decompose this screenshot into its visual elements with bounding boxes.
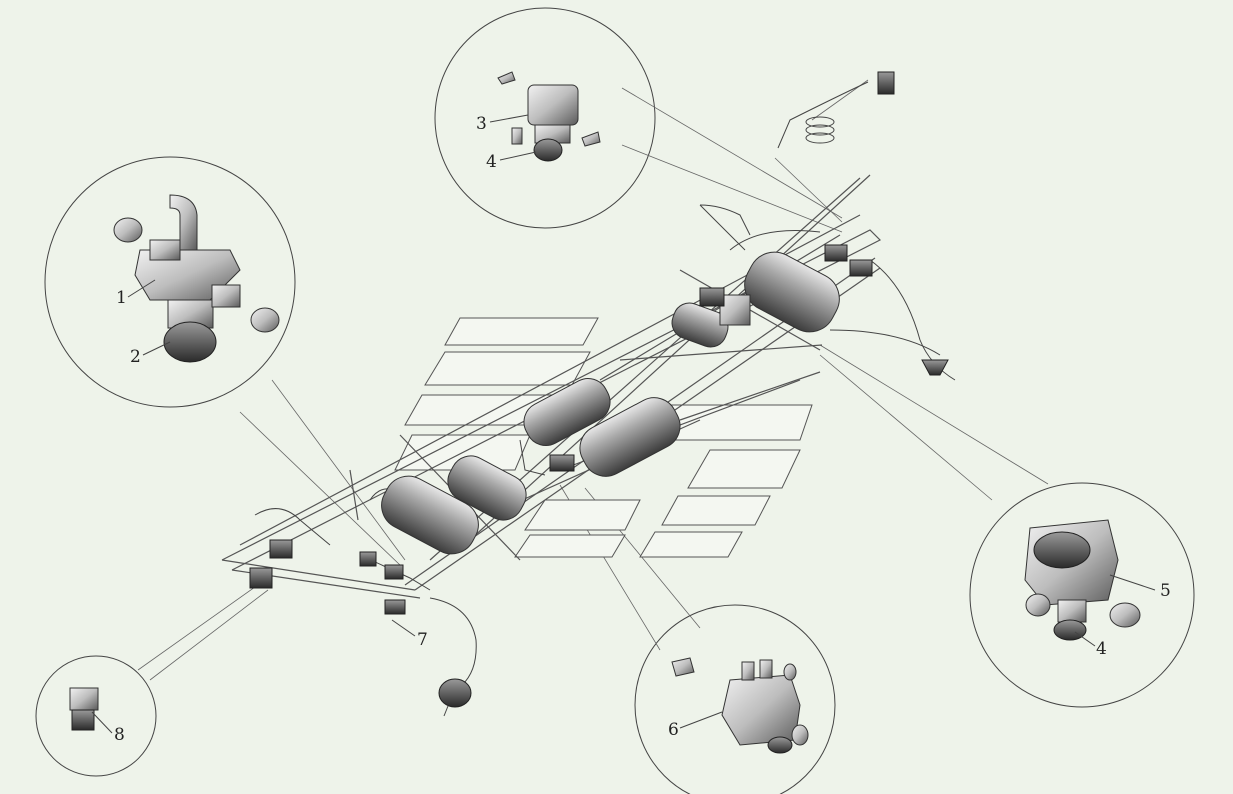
detail-circle-bottom: [634, 604, 836, 794]
air-pipes: [254, 81, 956, 686]
air-tank-5: [744, 251, 840, 333]
callout-6: 6: [668, 720, 679, 740]
valve-detail-5-4: [1024, 519, 1141, 641]
detail-circle-right: [969, 482, 1195, 708]
callout-labels: 1 2 3 4 5 4 6 7 8: [114, 114, 1171, 745]
air-tank-1: [381, 475, 479, 555]
callout-3: 3: [476, 114, 487, 134]
detail-circle-small: [35, 655, 157, 777]
callout-2: 2: [130, 347, 141, 367]
callout-leaders: [91, 114, 1156, 734]
air-tank-3: [523, 377, 611, 447]
detail-circle-left: [44, 156, 296, 408]
detail-circle-top: [434, 7, 656, 229]
air-tank-4: [579, 397, 681, 477]
leader-lines: [137, 79, 1049, 681]
callout-8: 8: [114, 725, 125, 745]
callout-1: 1: [116, 288, 127, 308]
valve-detail-1-2: [113, 194, 280, 363]
air-tank-6: [671, 302, 729, 348]
air-tank-2: [447, 455, 527, 521]
callout-4-right: 4: [1096, 639, 1107, 659]
detail-circles: [35, 7, 1195, 794]
chassis-valves: [249, 71, 949, 717]
callout-5: 5: [1160, 581, 1171, 601]
valve-detail-6: [671, 657, 809, 754]
valve-detail-8: [69, 687, 99, 731]
air-tanks: [381, 251, 840, 555]
valve-detail-3-4: [497, 71, 601, 162]
callout-4-top: 4: [486, 152, 497, 172]
brake-chamber: [438, 678, 472, 717]
coil-hose: [805, 116, 835, 144]
callout-7: 7: [417, 630, 428, 650]
